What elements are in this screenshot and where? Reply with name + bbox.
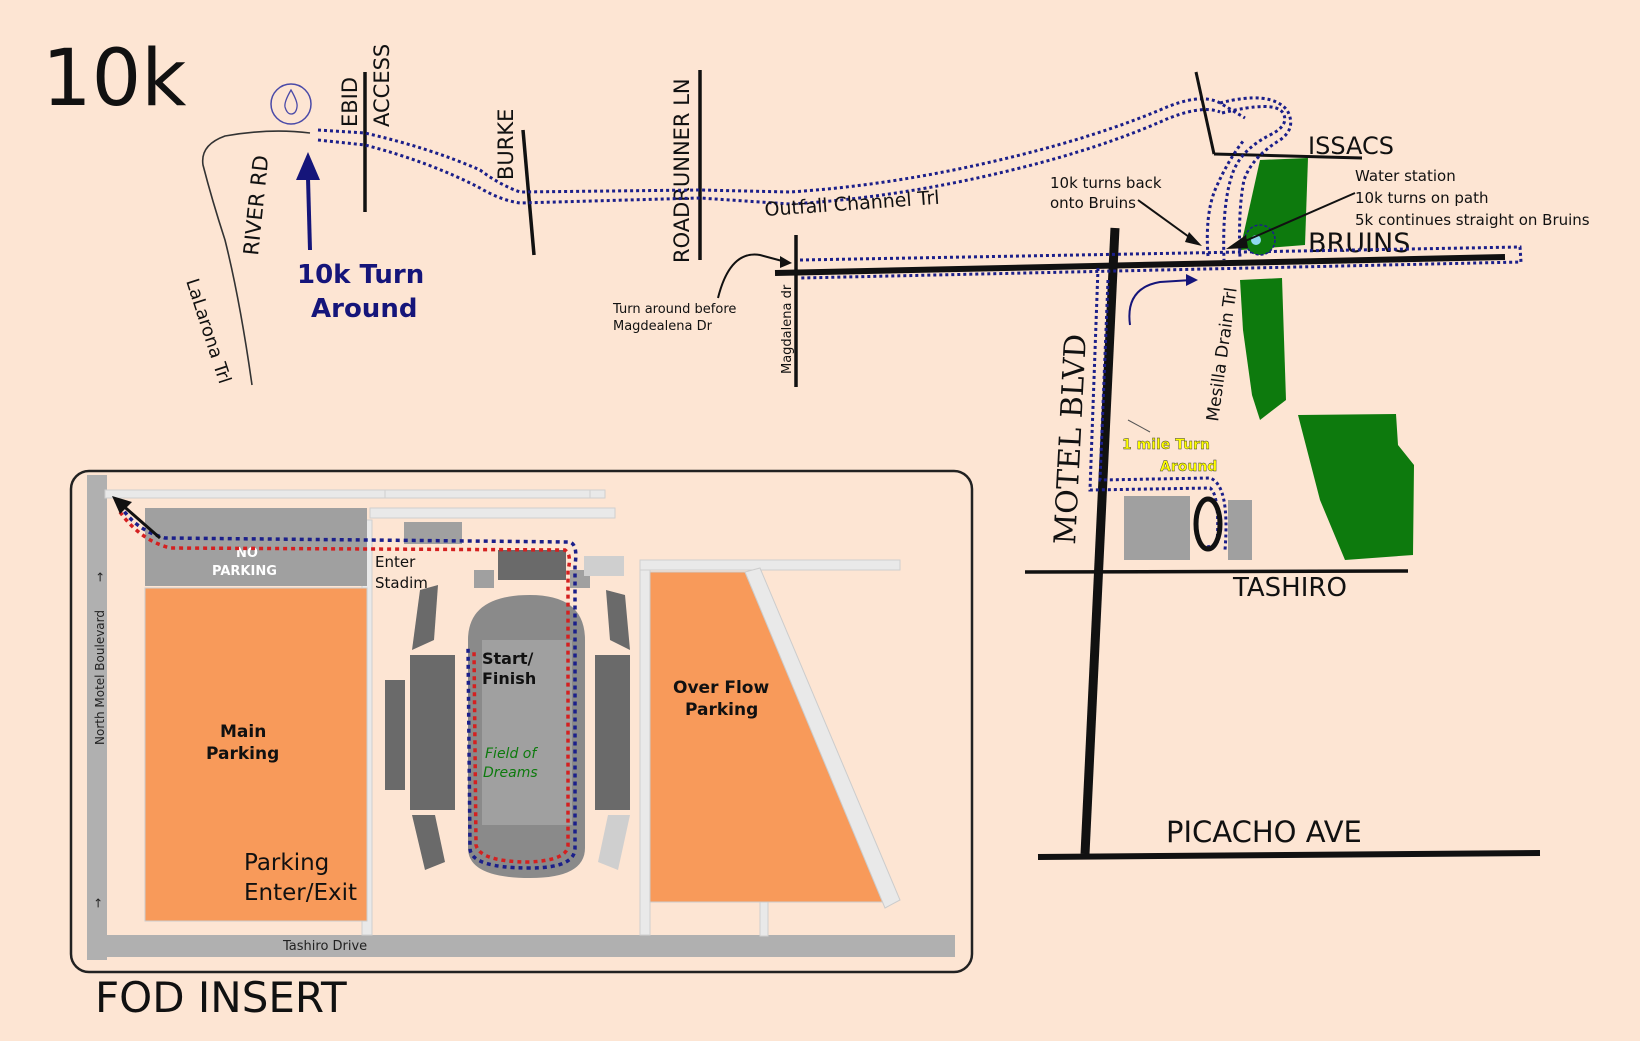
route-10k-main bbox=[317, 97, 1246, 206]
roadrunner-label: ROADRUNNER LN bbox=[670, 78, 694, 263]
loop-1-mile bbox=[1193, 496, 1223, 552]
start-line2: Finish bbox=[482, 669, 536, 688]
route-insert-10k bbox=[118, 504, 578, 870]
mile-line1: 1 mile Turn bbox=[1122, 437, 1210, 453]
water-note-line3: 5k continues straight on Bruins bbox=[1355, 211, 1590, 229]
water-note-pointer bbox=[1235, 192, 1356, 246]
mile-pointer bbox=[1127, 419, 1151, 433]
turns-back-line1: 10k turns back bbox=[1050, 174, 1162, 192]
insert-start-pointer bbox=[119, 501, 161, 540]
magdalena-note-line2: Magdealena Dr bbox=[613, 319, 713, 334]
issacs-road bbox=[1213, 152, 1363, 160]
mesilla-arrow bbox=[1128, 279, 1193, 326]
turn-around-arrow-icon bbox=[296, 152, 320, 251]
water-note-line2: 10k turns on path bbox=[1355, 189, 1488, 207]
field-line2: Dreams bbox=[483, 765, 538, 781]
start-line1: Start/ bbox=[482, 649, 534, 668]
access-label: ACCESS bbox=[370, 44, 394, 127]
insert-start-arrowhead bbox=[112, 496, 132, 514]
issacs-label: ISSACS bbox=[1308, 132, 1394, 160]
stadium-buildings bbox=[385, 522, 630, 870]
insert-title: FOD INSERT bbox=[95, 973, 347, 1022]
turns-back-arrowhead bbox=[1185, 232, 1202, 246]
parking-enter-line2: Enter/Exit bbox=[244, 880, 357, 906]
motel-blvd-road bbox=[1080, 227, 1120, 855]
turns-back-pointer bbox=[1137, 199, 1197, 243]
magdalena-note-line1: Turn around before bbox=[612, 302, 736, 317]
north-motel-label: North Motel Boulevard bbox=[93, 610, 107, 745]
magdalena-note-arrowhead bbox=[780, 256, 792, 268]
magdalena-label: Magdalena dr bbox=[780, 284, 795, 374]
picacho-label: PICACHO AVE bbox=[1166, 815, 1362, 849]
building-right bbox=[1228, 500, 1252, 560]
ebid-label: EBID bbox=[338, 77, 362, 127]
main-parking-line2: Parking bbox=[206, 744, 279, 764]
mile-line2: Around bbox=[1160, 459, 1217, 475]
river-rd-line bbox=[201, 130, 311, 386]
parking-enter-line1: Parking bbox=[244, 850, 329, 876]
enter-line2: Stadim bbox=[375, 574, 428, 592]
tashiro-road bbox=[1024, 569, 1409, 574]
picacho-road bbox=[1037, 850, 1541, 860]
burke-label: BURKE bbox=[494, 109, 518, 180]
field-line1: Field of bbox=[485, 746, 538, 762]
route-insert-5k bbox=[118, 510, 572, 864]
water-note-arrowhead bbox=[1226, 235, 1248, 249]
stadium-field bbox=[482, 640, 572, 825]
water-station-icon bbox=[270, 83, 312, 125]
bruins-road bbox=[774, 254, 1506, 276]
building-left bbox=[1124, 496, 1190, 560]
north-motel-up-arrow: → bbox=[93, 572, 107, 582]
magdalena-note-arrow bbox=[717, 253, 787, 299]
overflow-line1: Over Flow bbox=[673, 678, 769, 698]
water-note-line1: Water station bbox=[1355, 167, 1456, 185]
overflow-line2: Parking bbox=[685, 700, 758, 720]
tashiro-drive-road bbox=[105, 935, 955, 957]
north-motel-road bbox=[87, 475, 107, 960]
enter-line1: Enter bbox=[375, 553, 416, 571]
mesilla-arrowhead bbox=[1186, 274, 1198, 286]
map-title: 10k bbox=[42, 34, 186, 124]
overflow-border bbox=[744, 567, 901, 909]
tashiro-label: TASHIRO bbox=[1232, 573, 1347, 603]
turn-around-line2: Around bbox=[311, 294, 417, 324]
north-motel-bottom-arrow: → bbox=[91, 898, 105, 908]
main-parking-lot bbox=[144, 587, 368, 922]
turns-back-line2: onto Bruins bbox=[1050, 194, 1136, 212]
no-parking-line2: PARKING bbox=[212, 564, 277, 579]
bruins-label: BRUINS bbox=[1308, 228, 1410, 259]
issacs-road-upper bbox=[1194, 71, 1216, 155]
tashiro-drive-label: Tashiro Drive bbox=[282, 939, 367, 954]
turn-around-line1: 10k Turn bbox=[297, 260, 424, 290]
main-parking-line1: Main bbox=[220, 722, 266, 742]
